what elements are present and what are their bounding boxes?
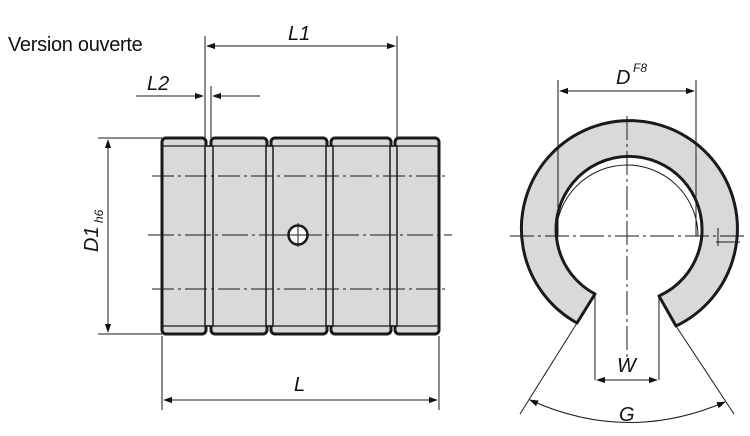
end-view: D F8 W G: [510, 61, 745, 426]
label-d: D: [616, 67, 630, 89]
label-g: G: [619, 404, 635, 426]
page-title: Version ouverte: [8, 34, 143, 56]
label-l: L: [294, 374, 305, 396]
bushing-segment-2: [209, 136, 269, 336]
side-view: L1 L2 L D1 h6: [81, 23, 452, 410]
label-l1: L1: [288, 23, 310, 45]
label-d-tolerance: F8: [633, 61, 647, 75]
label-d1-tolerance: h6: [92, 209, 106, 223]
bushing-segment-1: [160, 136, 208, 336]
open-ring: [519, 119, 739, 328]
label-l2: L2: [147, 73, 169, 95]
bushing-segment-4: [329, 136, 393, 336]
label-w: W: [617, 355, 638, 377]
label-d1: D1: [81, 226, 103, 252]
bushing-segment-5: [393, 136, 441, 336]
dimension-g: [529, 399, 726, 423]
